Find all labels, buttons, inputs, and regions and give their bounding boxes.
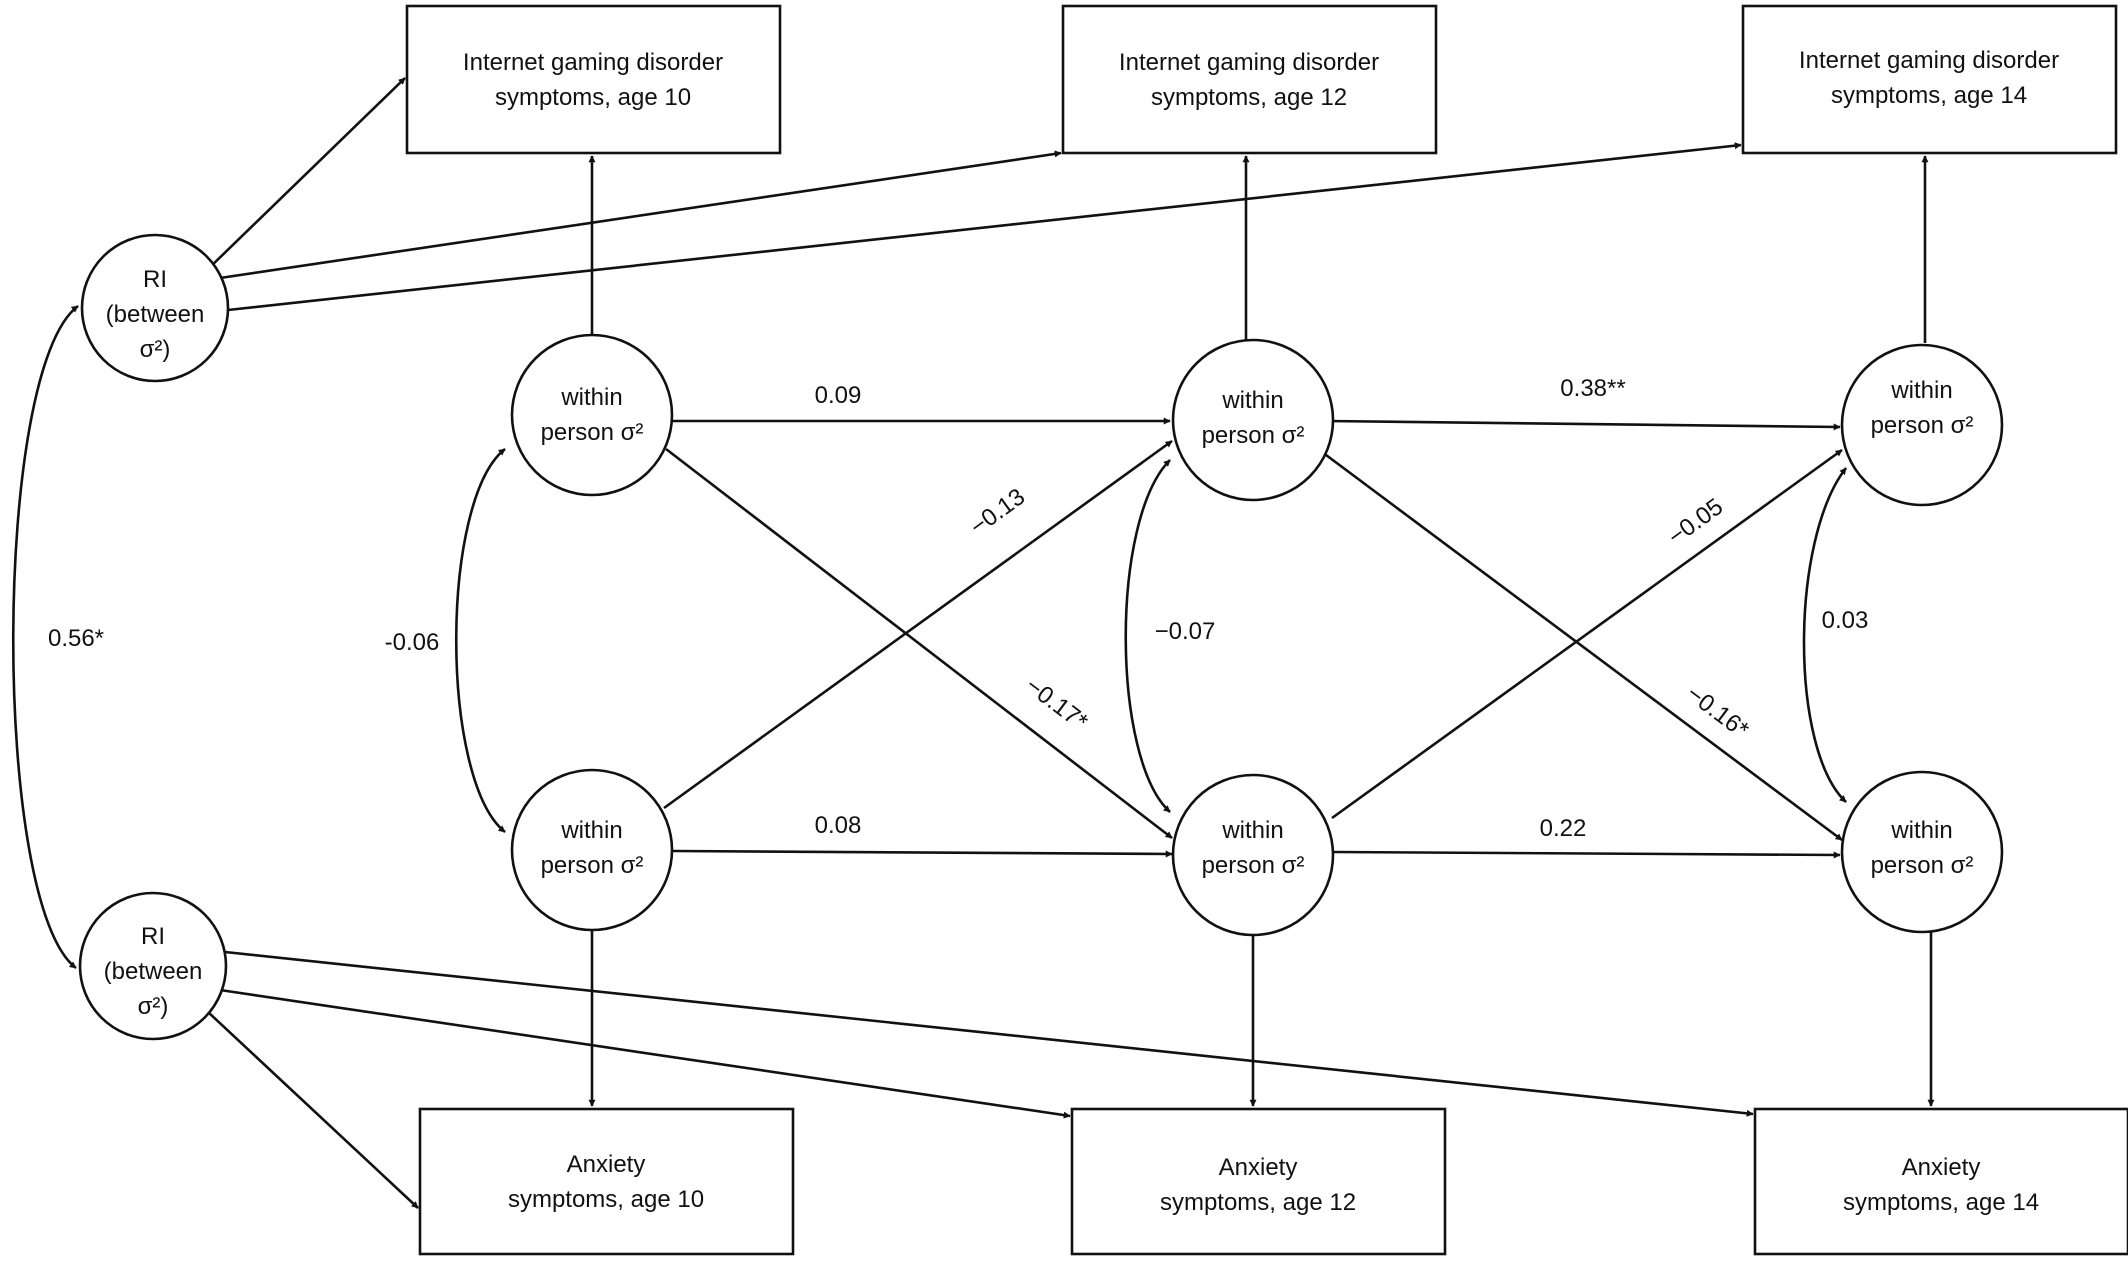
edge-anx12-to-igd14 <box>1331 448 1843 820</box>
circle-ri-top-line3: σ²) <box>140 336 171 363</box>
circle-within-anx-14-line1: within <box>1890 817 1952 844</box>
box-anxiety-age-14-line2: symptoms, age 14 <box>1843 1189 2039 1216</box>
edge-igd12-to-anx14 <box>1317 447 1843 842</box>
box-igd-age-12: Internet gaming disorder symptoms, age 1… <box>1061 4 1438 155</box>
edge-ri-bottom-to-anx14 <box>224 950 1754 1117</box>
edge-ri-top-to-igd14 <box>227 142 1742 312</box>
label-igd12-to-anx14: −0.16* <box>1681 680 1753 744</box>
box-anxiety-age-12-line2: symptoms, age 12 <box>1160 1189 1356 1216</box>
box-igd-age-12-line1: Internet gaming disorder <box>1119 49 1379 76</box>
label-igd10-to-anx12: −0.17* <box>1020 672 1092 736</box>
circle-ri-bottom-line2: (between <box>104 958 203 985</box>
label-igd-12-to-14: 0.38** <box>1560 375 1625 402</box>
circle-within-igd-12-line2: person σ² <box>1202 422 1305 449</box>
edge-ri-bottom-to-anx12 <box>219 988 1071 1119</box>
circle-within-anx-12-line1: within <box>1221 817 1283 844</box>
circle-within-anx-10-line2: person σ² <box>541 852 644 879</box>
box-igd-age-14: Internet gaming disorder symptoms, age 1… <box>1741 4 2118 155</box>
circle-within-igd-12-line1: within <box>1221 387 1283 414</box>
label-covariance-age-14: 0.03 <box>1822 607 1869 634</box>
circle-within-igd-10: within person σ² <box>510 333 674 497</box>
circle-within-anx-14-line2: person σ² <box>1871 852 1974 879</box>
label-igd-10-to-12: 0.09 <box>815 382 862 409</box>
edge-igd10-to-anx12 <box>665 447 1173 840</box>
edge-igd-12-to-14 <box>1326 419 1841 431</box>
edge-ri-covariance <box>11 304 79 970</box>
circle-within-igd-14-line2: person σ² <box>1871 412 1974 439</box>
box-igd-age-10: Internet gaming disorder symptoms, age 1… <box>405 4 782 155</box>
circle-within-igd-14: within person σ² <box>1840 343 2004 507</box>
circle-within-igd-10-line2: person σ² <box>541 419 644 446</box>
box-anxiety-age-12-line1: Anxiety <box>1219 1154 1298 1181</box>
label-anx12-to-igd14: −0.05 <box>1663 493 1728 551</box>
edge-anx10-to-igd12 <box>663 439 1173 810</box>
box-igd-age-14-line1: Internet gaming disorder <box>1799 47 2059 74</box>
edge-anx-10-to-12 <box>672 849 1173 858</box>
label-covariance-age-10: -0.06 <box>385 629 440 656</box>
box-igd-age-10-line2: symptoms, age 10 <box>495 84 691 111</box>
box-igd-age-10-line1: Internet gaming disorder <box>463 49 723 76</box>
circle-ri-bottom-line3: σ²) <box>138 993 169 1020</box>
box-anxiety-age-14: Anxiety symptoms, age 14 <box>1753 1107 2128 1256</box>
circle-within-anx-10: within person σ² <box>510 768 674 932</box>
edge-ri-top-to-igd10 <box>205 77 406 272</box>
box-anxiety-age-14-line1: Anxiety <box>1902 1154 1981 1181</box>
edge-covariance-age-12 <box>1124 459 1171 813</box>
circle-within-igd-14-line1: within <box>1890 377 1952 404</box>
label-ri-covariance: 0.56* <box>48 625 104 652</box>
edge-covariance-age-14 <box>1802 467 1848 803</box>
box-igd-age-12-line2: symptoms, age 12 <box>1151 84 1347 111</box>
label-covariance-age-12: −0.07 <box>1155 618 1216 645</box>
edge-ri-top-to-igd12 <box>219 150 1062 280</box>
box-anxiety-age-10-line2: symptoms, age 10 <box>508 1186 704 1213</box>
edge-labels: 0.56* -0.06 −0.07 0.03 0.09 0.38** 0.08 … <box>48 375 1868 842</box>
circle-within-anx-12: within person σ² <box>1171 773 1335 937</box>
edge-ri-bottom-to-anx10 <box>207 1011 419 1209</box>
circle-ri-top-line2: (between <box>106 301 205 328</box>
circle-ri-top-line1: RI <box>143 266 167 293</box>
box-igd-age-14-line2: symptoms, age 14 <box>1831 82 2027 109</box>
circle-ri-top: RI (between σ²) <box>80 233 230 383</box>
edge-anx-12-to-14 <box>1333 850 1841 859</box>
circle-within-igd-10-line1: within <box>560 384 622 411</box>
circle-within-igd-12: within person σ² <box>1171 338 1335 502</box>
label-anx-10-to-12: 0.08 <box>815 812 862 839</box>
edge-covariance-age-10 <box>454 447 506 834</box>
box-anxiety-age-10-line1: Anxiety <box>567 1151 646 1178</box>
edges <box>11 77 1935 1209</box>
label-anx10-to-igd12: −0.13 <box>965 483 1030 541</box>
box-anxiety-age-10: Anxiety symptoms, age 10 <box>418 1107 795 1256</box>
circle-within-anx-12-line2: person σ² <box>1202 852 1305 879</box>
box-anxiety-age-12: Anxiety symptoms, age 12 <box>1070 1107 1447 1256</box>
circle-within-anx-14: within person σ² <box>1840 770 2004 934</box>
circle-ri-bottom: RI (between σ²) <box>78 891 228 1041</box>
circle-within-anx-10-line1: within <box>560 817 622 844</box>
label-anx-12-to-14: 0.22 <box>1540 815 1587 842</box>
circle-ri-bottom-line1: RI <box>141 923 165 950</box>
